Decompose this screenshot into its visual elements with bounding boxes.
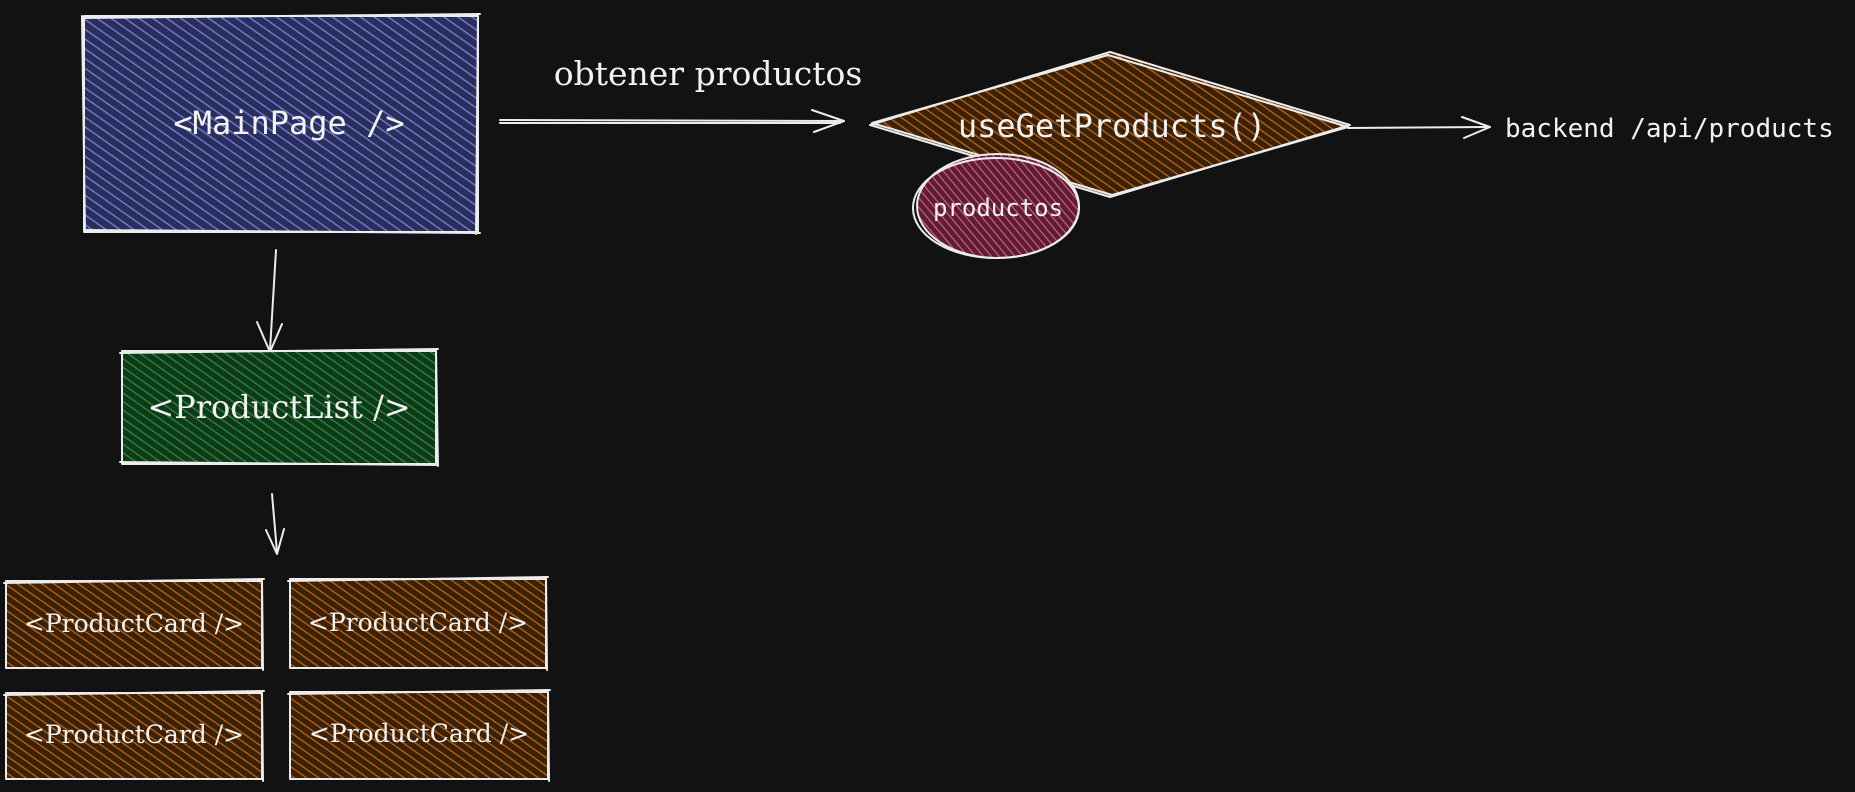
mainpage-label: <MainPage />	[173, 104, 404, 142]
backend-arrow	[1347, 116, 1491, 139]
state-node[interactable]: productos	[912, 153, 1080, 259]
productlist-sketch-lines	[119, 348, 439, 467]
backend-arrow-head	[1461, 116, 1491, 139]
productlist-to-cards-arrow	[265, 493, 285, 555]
product-card-1-label: <ProductCard />	[24, 609, 244, 638]
product-card-3-label: <ProductCard />	[24, 720, 244, 749]
product-card-1-sketch	[3, 578, 265, 671]
backend-label: backend /api/products	[1505, 114, 1834, 144]
productlist-label: <ProductList />	[147, 388, 410, 426]
product-card-1[interactable]: <ProductCard />	[3, 578, 265, 671]
mainpage-to-productlist-line	[269, 249, 277, 351]
product-card-4-sketch	[287, 689, 551, 782]
mainpage-to-productlist-arrow	[256, 249, 283, 353]
state-label: productos	[933, 194, 1063, 222]
fetch-arrow-line	[499, 119, 843, 122]
product-card-3-shape	[6, 693, 262, 779]
productlist-node[interactable]: <ProductList />	[119, 348, 439, 467]
fetch-arrow-head	[811, 109, 845, 133]
product-card-2-sketch	[287, 576, 549, 671]
fetch-label: obtener productos	[554, 54, 863, 93]
mainpage-shape	[84, 16, 478, 232]
fetch-arrow	[499, 109, 845, 133]
productlist-to-cards-head	[265, 528, 285, 555]
mainpage-node[interactable]: <MainPage />	[81, 13, 481, 235]
state-sketch-lines	[912, 157, 1080, 259]
product-card-3-sketch	[3, 690, 265, 782]
mainpage-sketch-lines	[81, 13, 481, 235]
product-card-2-shape	[290, 579, 546, 668]
productlist-to-cards-line	[271, 493, 278, 553]
product-card-4-shape	[290, 692, 548, 779]
state-shape	[917, 154, 1079, 258]
product-card-1-shape	[6, 581, 262, 668]
product-card-2-label: <ProductCard />	[308, 608, 528, 637]
hook-label: useGetProducts()	[958, 107, 1266, 145]
product-card-4-label: <ProductCard />	[309, 719, 529, 748]
backend-arrow-line	[1347, 126, 1489, 129]
productlist-shape	[122, 351, 436, 464]
product-card-2[interactable]: <ProductCard />	[287, 576, 549, 671]
product-card-3[interactable]: <ProductCard />	[3, 690, 265, 782]
product-card-4[interactable]: <ProductCard />	[287, 689, 551, 782]
